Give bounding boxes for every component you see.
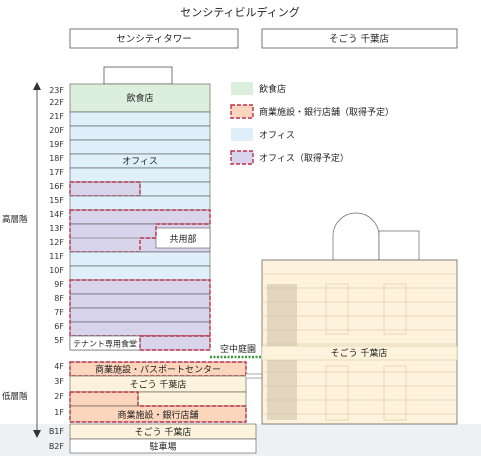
sogo-name: そごう 千葉店	[329, 33, 389, 45]
floor-label-23f: 23F	[49, 86, 64, 95]
floor-2f-1f-dashed	[69, 392, 247, 423]
legend-label-1: 商業施設・銀行店舗（取得予定）	[259, 106, 394, 118]
floor-label-10f: 10F	[49, 266, 64, 275]
floor-2f-commercial	[69, 391, 139, 407]
parking-label: 駐車場	[149, 441, 176, 453]
sogo-dome	[332, 212, 380, 261]
tower-name-box	[69, 28, 239, 49]
floor-label-5f: 5F	[54, 336, 64, 345]
diagram-title: センシティビルディング	[180, 5, 300, 19]
floor-b2f	[69, 438, 257, 454]
floor-label-19f: 19F	[49, 140, 64, 149]
floor-10f	[69, 265, 211, 281]
floor-9f	[69, 279, 211, 295]
tenant-cafeteria	[69, 335, 141, 351]
office-label: オフィス	[122, 156, 158, 167]
floor-label-7f: 7F	[54, 308, 64, 317]
floor-label-22f: 22F	[49, 98, 64, 107]
floor-label-b2f: B2F	[49, 442, 65, 451]
floor-16f-acquired	[69, 181, 141, 197]
floor-label-2f: 2F	[54, 392, 64, 401]
floor-7f	[69, 307, 211, 323]
floor-label-14f: 14F	[49, 210, 64, 219]
legend-swatch-2	[231, 128, 253, 141]
floor-11f	[69, 251, 211, 267]
floor-5f-dashed	[139, 335, 211, 351]
bridge-connector	[246, 373, 263, 379]
arrow-up-icon	[33, 82, 41, 90]
floor-14f-12f-dashed	[69, 209, 211, 253]
restaurant-label: 飲食店	[126, 92, 153, 104]
floor-19f	[69, 139, 211, 155]
floor-14f	[69, 209, 211, 225]
legend-swatch-3	[230, 150, 254, 165]
high-floors-label: 高層階	[2, 214, 28, 225]
sky-garden-label: 空中庭園	[220, 343, 256, 355]
sogo-annex-label: そごう 千葉店	[331, 347, 388, 359]
floor-8f	[69, 293, 211, 309]
floor-label-12f: 12F	[49, 238, 64, 247]
tower-name: センシティタワー	[116, 34, 191, 45]
tenant-cafeteria-label: テナント専用食堂	[73, 339, 137, 349]
floor-label-b1f: B1F	[49, 427, 65, 436]
legend-swatch-1	[230, 104, 254, 119]
floor-labels: 23F 22F 21F 20F 19F 18F 17F 16F 15F 14F 13F 12F 11F 1…	[49, 86, 65, 451]
floor-label-8f: 8F	[54, 294, 64, 303]
floor-label-4f: 4F	[54, 362, 64, 371]
floor-label-6f: 6F	[54, 322, 64, 331]
common-area-label: 共用部	[169, 233, 196, 245]
sogo-name-box	[261, 28, 458, 49]
sogo-3f-label: そごう 千葉店	[130, 379, 187, 391]
legend-label-0: 飲食店	[259, 83, 286, 95]
legend-swatch-0	[231, 82, 253, 95]
legend-label-3: オフィス（取得予定）	[259, 152, 349, 164]
commercial-bank-label: 商業施設・銀行店舗	[117, 409, 198, 421]
sogo-b1-label: そごう 千葉店	[135, 426, 192, 438]
floor-label-17f: 17F	[49, 168, 64, 177]
arrow-down-icon	[33, 430, 41, 438]
floor-label-20f: 20F	[49, 126, 64, 135]
floor-20f	[69, 125, 211, 141]
floor-label-18f: 18F	[49, 154, 64, 163]
low-floors-label: 低層階	[2, 391, 28, 402]
floor-label-21f: 21F	[49, 112, 64, 121]
floor-21f	[69, 111, 211, 127]
tower-penthouse	[103, 66, 173, 85]
floor-label-1f: 1F	[54, 408, 64, 417]
floor-15f	[69, 195, 211, 211]
commercial-passport-label: 商業施設・パスポートセンター	[95, 364, 221, 376]
floor-label-9f: 9F	[54, 280, 64, 289]
floor-label-16f: 16F	[49, 182, 64, 191]
floor-6f	[69, 321, 211, 337]
legend-label-2: オフィス	[259, 130, 295, 141]
floor-restaurant	[69, 83, 211, 113]
floor-label-3f: 3F	[54, 377, 64, 386]
floor-label-13f: 13F	[49, 224, 64, 233]
floor-17f	[69, 167, 211, 183]
floor-label-15f: 15F	[49, 196, 64, 205]
floor-label-11f: 11F	[49, 252, 64, 261]
sogo-rooftop-box	[378, 230, 420, 261]
